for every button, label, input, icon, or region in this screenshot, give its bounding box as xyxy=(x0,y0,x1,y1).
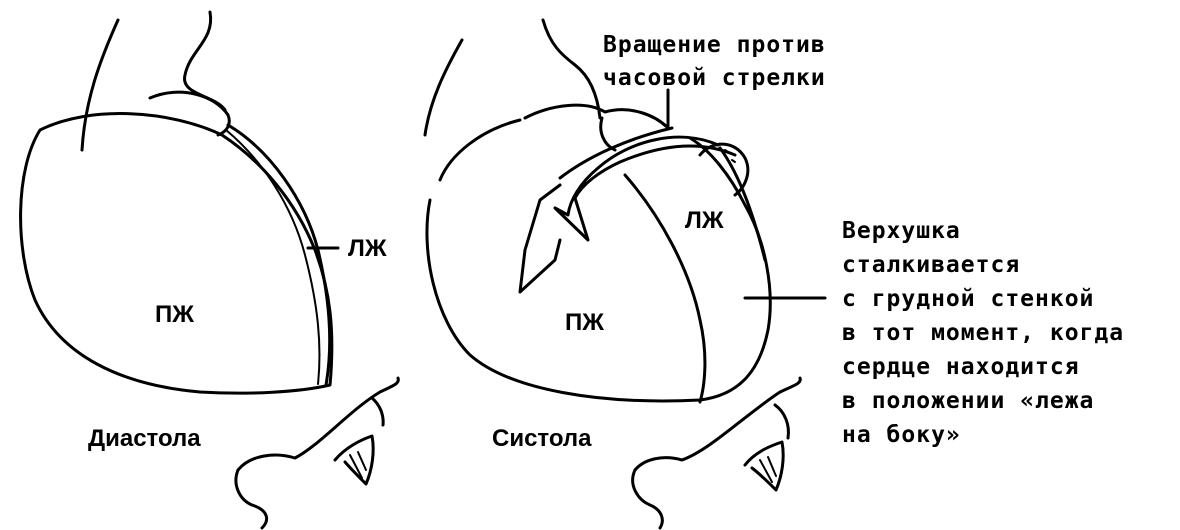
diastole-rib-shape xyxy=(333,434,375,486)
systole-rib-mark xyxy=(773,403,790,440)
diastole-aorta-line xyxy=(80,18,120,152)
apex-note-line: на боку» xyxy=(842,422,961,448)
systole-lv-cap xyxy=(698,142,750,197)
apex-note-line: в тот момент, когда xyxy=(842,320,1124,346)
diastole-heart-outline xyxy=(19,112,334,395)
rotation-arrow-tail xyxy=(518,183,562,294)
diastole-vessel-line xyxy=(183,10,227,112)
rotation-note: Вращение против часовой стрелки xyxy=(603,32,826,91)
systole-caption: Систола xyxy=(492,425,592,452)
apex-note-line: сталкивается xyxy=(842,252,1020,278)
diastole-heart: ЛЖ ПЖ Диастола xyxy=(19,10,400,530)
systole-lv-label: ЛЖ xyxy=(685,207,724,234)
systole-chest-wall xyxy=(633,376,802,472)
rotation-note-line2: часовой стрелки xyxy=(603,65,826,91)
apex-note-line: сердце находится xyxy=(842,354,1080,380)
systole-aorta-line xyxy=(423,38,464,137)
systole-lv-band-inner xyxy=(623,173,707,404)
systole-rib-shape xyxy=(743,440,785,492)
diastole-rib-mark xyxy=(370,396,385,427)
systole-rv-label: ПЖ xyxy=(565,309,604,336)
diastole-rv-label: ПЖ xyxy=(155,301,194,328)
systole-rib-detail xyxy=(759,456,777,483)
diastole-rib-detail xyxy=(349,451,367,479)
rotation-note-line1: Вращение против xyxy=(603,32,826,58)
rotation-arrow xyxy=(553,135,737,242)
apex-note-line: в положении «лежа xyxy=(842,388,1094,414)
diastole-lv-wall xyxy=(226,123,332,387)
diastole-lv-label: ЛЖ xyxy=(348,235,387,262)
diastole-atrium-top xyxy=(148,90,231,137)
systole-lv-band-outer xyxy=(718,146,767,262)
apex-note-line: с грудной стенкой xyxy=(842,286,1094,312)
systole-vessel-line xyxy=(541,18,602,120)
systole-chest-wall-lower xyxy=(631,468,664,530)
systole-atrium-bump xyxy=(599,116,617,152)
diastole-chest-wall-lower xyxy=(234,468,269,530)
diastole-lv-wall-inner xyxy=(225,129,321,385)
apex-note-line: Верхушка xyxy=(842,218,961,244)
rotation-arrow-back xyxy=(558,126,674,180)
systole-heart-outline xyxy=(425,136,772,403)
apex-note: Верхушка сталкивается с грудной стенкой … xyxy=(842,218,1124,448)
systole-heart: ЛЖ ПЖ Систола xyxy=(423,18,827,530)
diastole-caption: Диастола xyxy=(88,425,201,452)
diastole-chest-wall xyxy=(236,376,400,472)
systole-atrium-top xyxy=(523,103,670,130)
systole-rv-left-edge xyxy=(438,118,522,182)
